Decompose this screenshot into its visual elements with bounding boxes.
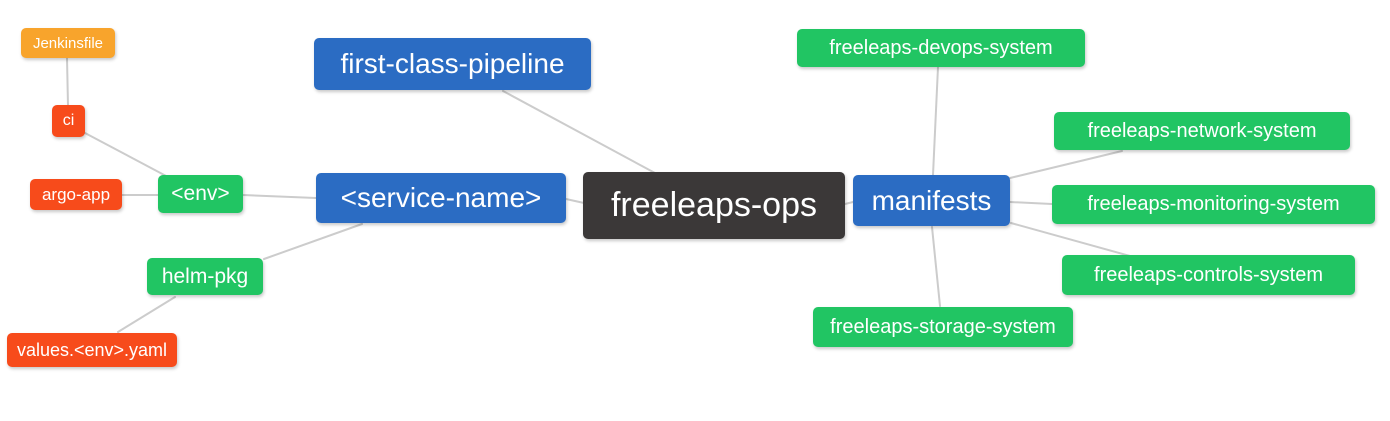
edge-ci-env <box>84 132 169 178</box>
edge-env-service-name <box>242 194 317 199</box>
node-freeleaps-storage-system[interactable]: freeleaps-storage-system <box>813 307 1073 347</box>
node-helm-pkg[interactable]: helm-pkg <box>147 258 263 295</box>
node-ci[interactable]: ci <box>52 105 85 137</box>
edge-pipeline-freeleaps-ops <box>502 90 656 174</box>
edge-manifests-devops-system <box>932 66 939 176</box>
node-freeleaps-devops-system[interactable]: freeleaps-devops-system <box>797 29 1085 67</box>
node-service-name[interactable]: <service-name> <box>316 173 566 223</box>
edge-manifests-network-system <box>1009 150 1123 179</box>
edge-manifests-controls-system <box>1010 222 1131 257</box>
node-env[interactable]: <env> <box>158 175 243 213</box>
edge-freeleaps-ops-manifests <box>844 201 854 205</box>
node-manifests[interactable]: manifests <box>853 175 1010 226</box>
node-argo-app[interactable]: argo-app <box>30 179 122 210</box>
node-values-env-yaml[interactable]: values.<env>.yaml <box>7 333 177 367</box>
node-freeleaps-ops[interactable]: freeleaps-ops <box>583 172 845 239</box>
node-freeleaps-network-system[interactable]: freeleaps-network-system <box>1054 112 1350 150</box>
node-freeleaps-monitoring-system[interactable]: freeleaps-monitoring-system <box>1052 185 1375 224</box>
node-first-class-pipeline[interactable]: first-class-pipeline <box>314 38 591 90</box>
edge-manifests-storage-system <box>931 226 941 307</box>
edge-service-name-freeleaps-ops <box>565 198 585 204</box>
edge-helm-pkg-service-name <box>263 223 363 260</box>
edge-values-helm-pkg <box>117 296 176 333</box>
node-jenkinsfile[interactable]: Jenkinsfile <box>21 28 115 58</box>
edge-jenkinsfile-ci <box>66 57 69 107</box>
node-freeleaps-controls-system[interactable]: freeleaps-controls-system <box>1062 255 1355 295</box>
edge-manifests-monitoring-system <box>1009 201 1053 205</box>
